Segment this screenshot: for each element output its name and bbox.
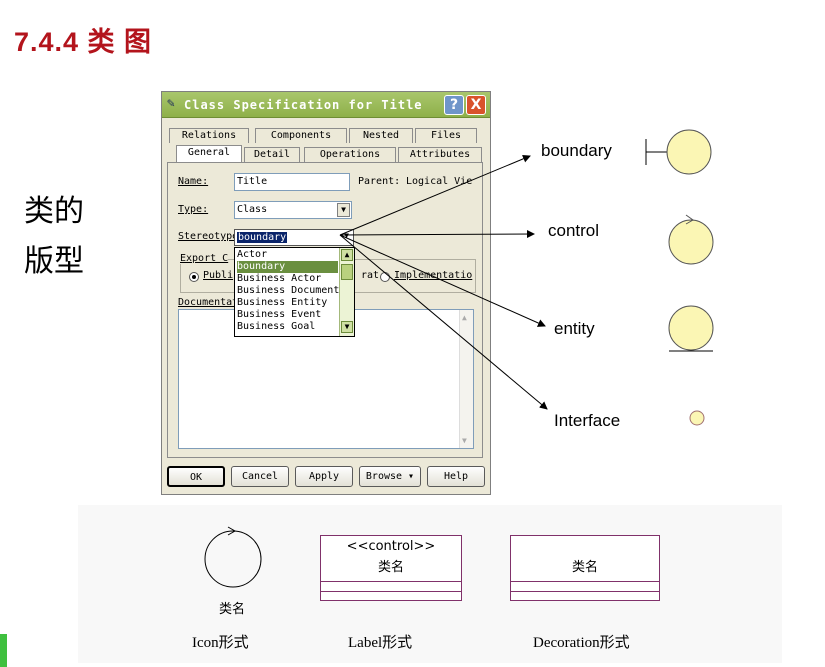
operation-separator [511, 591, 659, 592]
stereotype-value: boundary [237, 232, 288, 243]
arrow-to-interface [339, 234, 548, 410]
dropdown-scrollbar[interactable]: ▲ ▼ [339, 248, 354, 336]
tab-detail[interactable]: Detail [244, 147, 300, 162]
boundary-icon [645, 129, 712, 175]
app-icon: ✎ [167, 96, 175, 111]
label-form-class-name: 类名 [377, 560, 404, 575]
tab-relations[interactable]: Relations [169, 128, 249, 143]
interface-icon [689, 410, 705, 426]
tab-attributes[interactable]: Attributes [398, 147, 482, 162]
close-button[interactable]: X [466, 95, 486, 115]
general-tab-panel: Name: Title Parent: Logical Vie Type: Cl… [167, 162, 483, 458]
icon-form-caption: Icon形式 [192, 635, 249, 651]
stereotype-select[interactable]: boundary ▼ [234, 229, 354, 246]
stereotype-dropdown-list[interactable]: Actor boundary Business Actor Business D… [234, 247, 355, 337]
help-title-button[interactable]: ? [444, 95, 464, 115]
arrow-to-control [339, 230, 535, 239]
arrow-to-entity [339, 234, 546, 327]
parent-label: Parent: [358, 176, 401, 187]
operation-separator [321, 591, 461, 592]
radio-public-label: Publi [203, 270, 234, 281]
export-control-label: Export C [180, 253, 229, 264]
decoration-form-caption: Decoration形式 [533, 635, 630, 651]
boundary-label: boundary [541, 141, 612, 160]
ok-button[interactable]: OK [167, 466, 225, 487]
radio-implementation-label: Implementatio [394, 270, 473, 281]
dropdown-item[interactable]: Business Event [237, 309, 322, 320]
interface-label: Interface [554, 411, 621, 430]
stereotype-label: Stereotype [178, 231, 239, 242]
type-value: Class [237, 204, 268, 215]
dropdown-item[interactable]: Business Actor [237, 273, 322, 284]
control-label: control [548, 221, 600, 240]
name-field[interactable]: Title [234, 173, 350, 191]
side-label-line1: 类的 [24, 194, 84, 229]
slide-title: 7.4.4 类 图 [14, 27, 153, 57]
radio-public[interactable] [189, 272, 199, 282]
decoration-form-class-box: 类名 [510, 535, 660, 601]
tab-nested[interactable]: Nested [349, 128, 413, 143]
dropdown-item[interactable]: Business Entity [237, 297, 328, 308]
decoration-form-class-name: 类名 [571, 560, 598, 575]
tab-general[interactable]: General [176, 145, 242, 162]
dropdown-item[interactable]: Business Goal [237, 321, 316, 332]
apply-button[interactable]: Apply [295, 466, 353, 487]
entity-icon [668, 305, 714, 352]
attribute-separator [511, 581, 659, 582]
tab-files[interactable]: Files [415, 128, 477, 143]
parent-value: Logical Vie [406, 176, 473, 187]
scroll-down-icon[interactable]: ▼ [462, 436, 467, 445]
chevron-down-icon[interactable]: ▼ [337, 203, 350, 217]
pointer-arrows [339, 154, 548, 410]
chevron-down-icon[interactable]: ▼ [344, 231, 349, 240]
tab-operations[interactable]: Operations [304, 147, 396, 162]
side-label-line2: 版型 [24, 244, 84, 279]
dropdown-item-selected[interactable]: boundary [237, 261, 338, 273]
class-specification-dialog: ✎ Class Specification for Title ? X Rela… [161, 91, 491, 495]
tab-components[interactable]: Components [255, 128, 347, 143]
dropdown-item[interactable]: Actor [237, 249, 268, 260]
stereotype-forms-panel: 类名 <<control>> 类名 类名 Icon形式 Label形式 Deco… [78, 505, 782, 663]
scroll-down-icon[interactable]: ▼ [341, 321, 353, 333]
cancel-button[interactable]: Cancel [231, 466, 289, 487]
label-form-stereotype: <<control>> [346, 539, 436, 554]
documentation-label: Documentat [178, 297, 239, 308]
label-form-class-box: <<control>> 类名 [320, 535, 462, 601]
scroll-up-icon[interactable]: ▲ [462, 313, 467, 322]
dialog-titlebar[interactable]: ✎ Class Specification for Title ? X [162, 92, 490, 118]
scroll-up-icon[interactable]: ▲ [341, 249, 353, 261]
radio-private-label: rat [361, 270, 380, 281]
entity-label: entity [554, 319, 595, 338]
dialog-title: Class Specification for Title [184, 98, 423, 112]
control-icon [668, 214, 714, 265]
name-label: Name: [178, 176, 209, 187]
browse-button[interactable]: Browse ▾ [359, 466, 421, 487]
attribute-separator [321, 581, 461, 582]
help-button[interactable]: Help [427, 466, 485, 487]
slide-accent-mark [0, 634, 7, 667]
label-form-caption: Label形式 [348, 635, 413, 651]
scroll-thumb[interactable] [341, 264, 353, 280]
type-label: Type: [178, 204, 209, 215]
dropdown-item[interactable]: Business Document [237, 285, 340, 296]
type-select[interactable]: Class ▼ [234, 201, 352, 219]
icon-form-class-name: 类名 [219, 602, 246, 617]
arrow-to-boundary [339, 154, 531, 236]
